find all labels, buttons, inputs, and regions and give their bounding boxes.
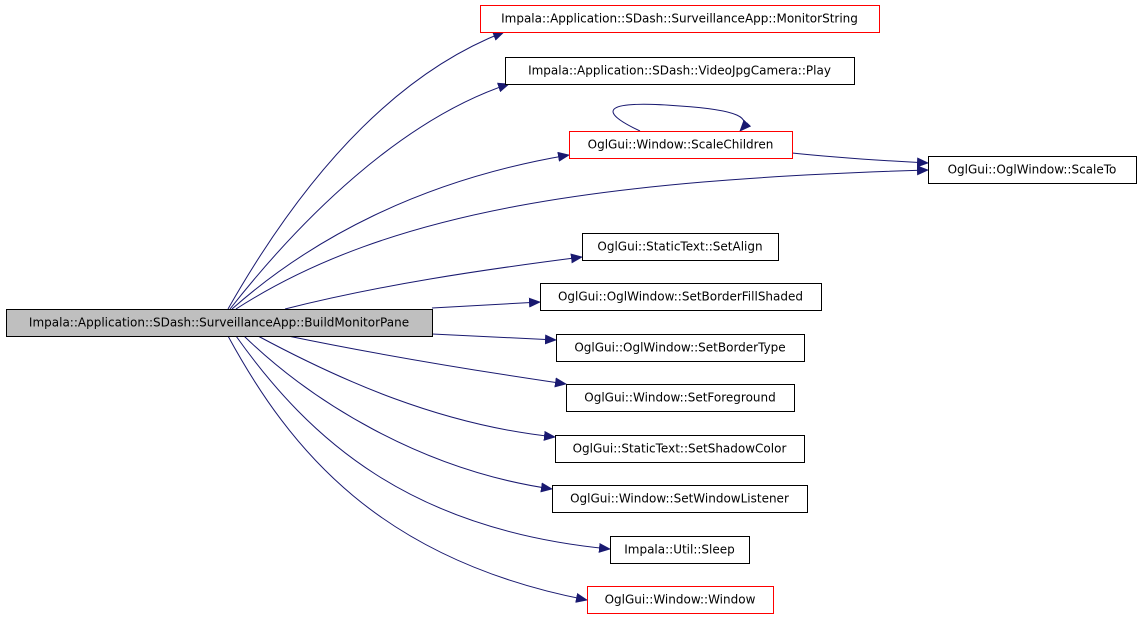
edge-root-to-setshadowcolor — [257, 335, 556, 441]
node-label: Impala::Util::Sleep — [624, 543, 735, 557]
node-setforeground[interactable]: OglGui::Window::SetForeground — [566, 384, 795, 412]
node-label: Impala::Application::SDash::VideoJpgCame… — [528, 64, 831, 78]
root-node-box — [6, 309, 433, 337]
node-label: Impala::Application::SDash::Surveillance… — [501, 12, 858, 26]
node-box — [566, 384, 795, 412]
node-monitorstring[interactable]: Impala::Application::SDash::Surveillance… — [480, 5, 880, 33]
edge-root-to-window — [227, 335, 588, 603]
edge-root-to-sleep — [235, 335, 611, 553]
edge-scalechildren-to-scalechildren — [612, 103, 752, 132]
node-box — [582, 233, 779, 261]
root-node-label: Impala::Application::SDash::Surveillance… — [29, 316, 409, 330]
node-label: OglGui::OglWindow::ScaleTo — [948, 163, 1117, 177]
node-setwindowlistener[interactable]: OglGui::Window::SetWindowListener — [552, 485, 808, 513]
node-box — [540, 283, 822, 311]
node-label: OglGui::OglWindow::SetBorderType — [574, 341, 785, 355]
node-box — [610, 536, 750, 564]
node-setshadowcolor[interactable]: OglGui::StaticText::SetShadowColor — [555, 435, 805, 463]
edge-root-to-scaleto — [235, 165, 929, 310]
node-window[interactable]: OglGui::Window::Window — [587, 586, 774, 614]
node-sleep[interactable]: Impala::Util::Sleep — [610, 536, 750, 564]
node-box — [555, 435, 805, 463]
node-box — [505, 57, 855, 85]
node-setbordertype[interactable]: OglGui::OglWindow::SetBorderType — [556, 334, 805, 362]
edges-layer — [227, 31, 929, 603]
node-label: OglGui::Window::SetWindowListener — [570, 492, 789, 506]
nodes-layer: Impala::Application::SDash::Surveillance… — [6, 5, 1137, 614]
node-label: OglGui::Window::ScaleChildren — [588, 138, 774, 152]
node-box — [552, 485, 808, 513]
node-box — [556, 334, 805, 362]
edge-root-to-setwindowlistener — [243, 335, 553, 493]
node-play[interactable]: Impala::Application::SDash::VideoJpgCame… — [505, 57, 855, 85]
node-label: OglGui::StaticText::SetAlign — [597, 240, 762, 254]
node-setalign[interactable]: OglGui::StaticText::SetAlign — [582, 233, 779, 261]
node-label: OglGui::Window::SetForeground — [584, 391, 776, 405]
edge-root-to-setbordertype — [431, 333, 557, 345]
node-box — [928, 156, 1137, 184]
edge-root-to-setalign — [284, 253, 583, 310]
node-box — [569, 131, 793, 159]
node-label: OglGui::OglWindow::SetBorderFillShaded — [558, 290, 803, 304]
root-node[interactable]: Impala::Application::SDash::Surveillance… — [6, 309, 433, 337]
edge-scalechildren-to-scaleto — [791, 152, 929, 168]
node-label: OglGui::Window::Window — [605, 593, 756, 607]
edge-root-to-monitorstring — [227, 31, 505, 310]
node-box — [480, 5, 880, 33]
node-box — [587, 586, 774, 614]
node-scaleto[interactable]: OglGui::OglWindow::ScaleTo — [928, 156, 1137, 184]
node-scalechildren[interactable]: OglGui::Window::ScaleChildren — [569, 131, 793, 159]
node-setborderfillshaded[interactable]: OglGui::OglWindow::SetBorderFillShaded — [540, 283, 822, 311]
edge-root-to-setborderfillshaded — [431, 297, 541, 309]
edge-root-to-scalechildren — [231, 151, 570, 310]
edge-root-to-setforeground — [287, 335, 567, 388]
node-label: OglGui::StaticText::SetShadowColor — [573, 442, 787, 456]
edge-root-to-play — [229, 82, 510, 310]
